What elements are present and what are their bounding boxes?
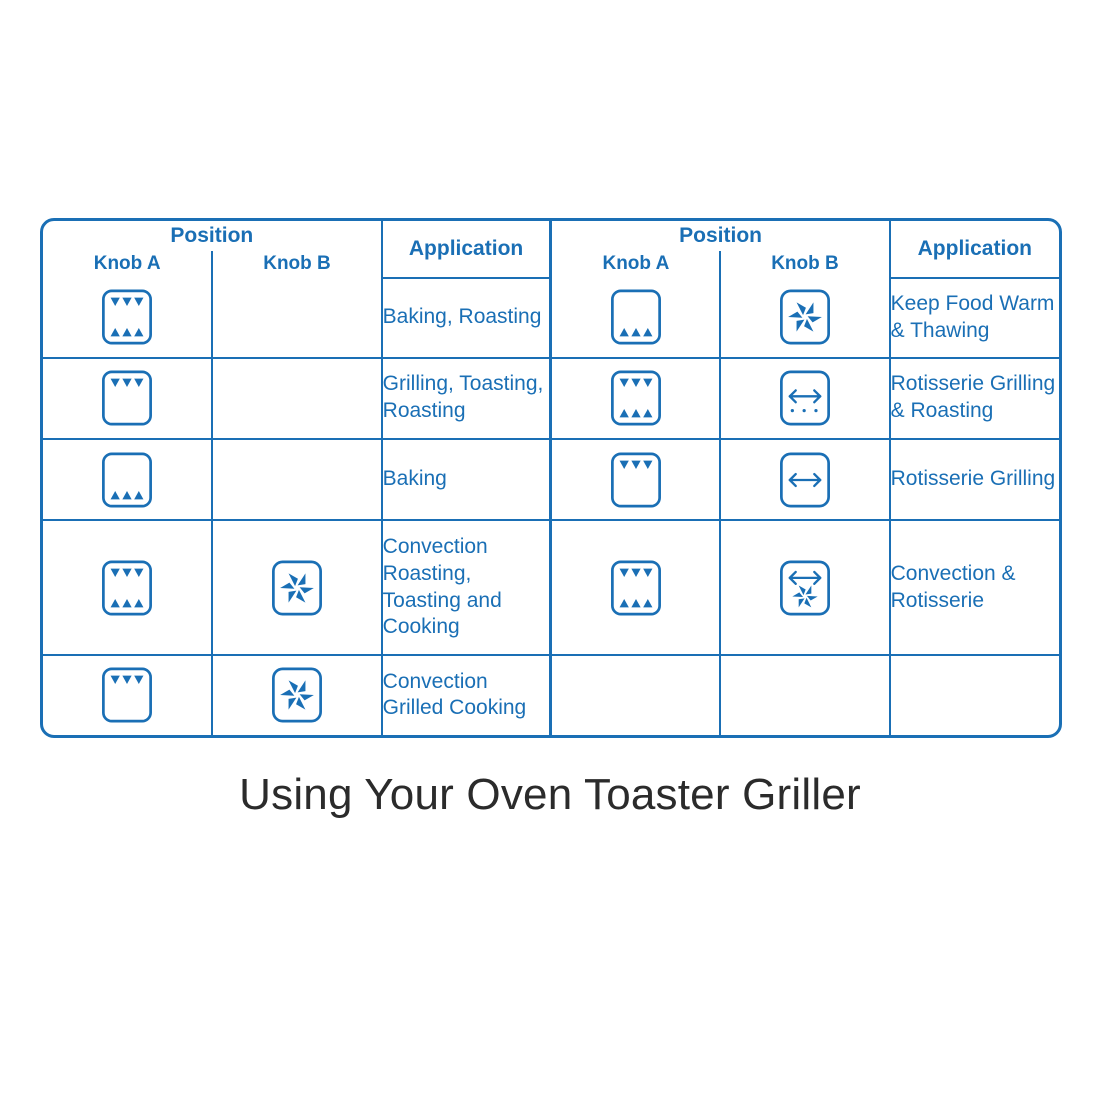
convection-fan-icon bbox=[778, 285, 832, 349]
application-text-right: Rotisserie Grilling bbox=[888, 437, 1059, 522]
knob-b-empty-cell bbox=[211, 277, 383, 359]
knob-a-empty-cell bbox=[549, 653, 722, 735]
oven-modes-table: Position Application Position Applicatio… bbox=[40, 218, 1062, 738]
header-position-right: Position bbox=[549, 221, 891, 251]
table-row: Baking, Roasting Keep Food Warm & Thawin… bbox=[43, 277, 1059, 359]
oven-bottom-heat-icon bbox=[609, 285, 663, 349]
knob-a-oven-bottom-heat-icon bbox=[549, 277, 722, 359]
knob-b-rotisserie-convection-icon bbox=[719, 519, 891, 656]
header-application-left: Application bbox=[380, 221, 552, 279]
table-row: Convection Grilled Cooking bbox=[43, 653, 1059, 735]
knob-a-oven-top-heat-icon bbox=[43, 356, 214, 440]
knob-b-rotisserie-icon bbox=[719, 437, 891, 522]
header-application-right: Application bbox=[888, 221, 1059, 279]
knob-b-convection-fan-icon bbox=[211, 653, 383, 735]
convection-fan-icon bbox=[270, 556, 324, 620]
oven-top-and-bottom-heat-icon bbox=[609, 366, 663, 430]
application-text-right: Keep Food Warm & Thawing bbox=[888, 277, 1059, 359]
header-position-left: Position bbox=[43, 221, 383, 251]
oven-top-and-bottom-heat-icon bbox=[100, 556, 154, 620]
oven-top-heat-icon bbox=[100, 366, 154, 430]
oven-top-heat-icon bbox=[100, 663, 154, 727]
header-knob-b-right: Knob B bbox=[719, 250, 890, 278]
table-header-row-top: Position Application Position Applicatio… bbox=[43, 221, 1059, 279]
header-knob-a-right: Knob A bbox=[549, 250, 722, 278]
knob-a-oven-top-and-bottom-heat-icon bbox=[549, 356, 722, 440]
rotisserie-convection-icon bbox=[778, 556, 832, 620]
rotisserie-icon bbox=[778, 448, 832, 512]
table-row: Convection Roasting, Toasting and Cookin… bbox=[43, 519, 1059, 656]
knob-b-empty-cell bbox=[211, 356, 383, 440]
application-text-left: Baking, Roasting bbox=[380, 277, 552, 359]
knob-b-empty-cell bbox=[211, 437, 383, 522]
oven-top-and-bottom-heat-icon bbox=[100, 285, 154, 349]
table-row: Grilling, Toasting, Roasting Rotisserie … bbox=[43, 356, 1059, 440]
application-text-left: Baking bbox=[380, 437, 552, 522]
convection-fan-icon bbox=[270, 663, 324, 727]
oven-top-heat-icon bbox=[609, 448, 663, 512]
table-header-row-bottom: Knob A Knob B Knob A Knob B bbox=[43, 250, 1059, 278]
knob-b-rotisserie-with-dots-icon bbox=[719, 356, 891, 440]
application-text-right bbox=[888, 653, 1059, 735]
knob-a-oven-top-heat-icon bbox=[43, 653, 214, 735]
knob-a-oven-top-and-bottom-heat-icon bbox=[43, 277, 214, 359]
oven-bottom-heat-icon bbox=[100, 448, 154, 512]
knob-b-convection-fan-icon bbox=[719, 277, 891, 359]
knob-a-oven-top-and-bottom-heat-icon bbox=[549, 519, 722, 656]
figure-caption: Using Your Oven Toaster Griller bbox=[239, 770, 861, 819]
table-row: Baking Rotisserie Grilling bbox=[43, 437, 1059, 522]
header-knob-b-left: Knob B bbox=[211, 250, 383, 278]
application-text-left: Grilling, Toasting, Roasting bbox=[380, 356, 552, 440]
application-text-left: Convection Grilled Cooking bbox=[380, 653, 552, 735]
knob-a-oven-bottom-heat-icon bbox=[43, 437, 214, 522]
application-text-right: Rotisserie Grilling & Roasting bbox=[888, 356, 1059, 440]
knob-a-oven-top-heat-icon bbox=[549, 437, 722, 522]
knob-a-oven-top-and-bottom-heat-icon bbox=[43, 519, 214, 656]
rotisserie-with-dots-icon bbox=[778, 366, 832, 430]
application-text-right: Convection & Rotisserie bbox=[888, 519, 1059, 656]
knob-b-empty-cell bbox=[719, 653, 891, 735]
application-text-left: Convection Roasting, Toasting and Cookin… bbox=[380, 519, 552, 656]
oven-top-and-bottom-heat-icon bbox=[609, 556, 663, 620]
header-knob-a-left: Knob A bbox=[43, 250, 214, 278]
knob-b-convection-fan-icon bbox=[211, 519, 383, 656]
